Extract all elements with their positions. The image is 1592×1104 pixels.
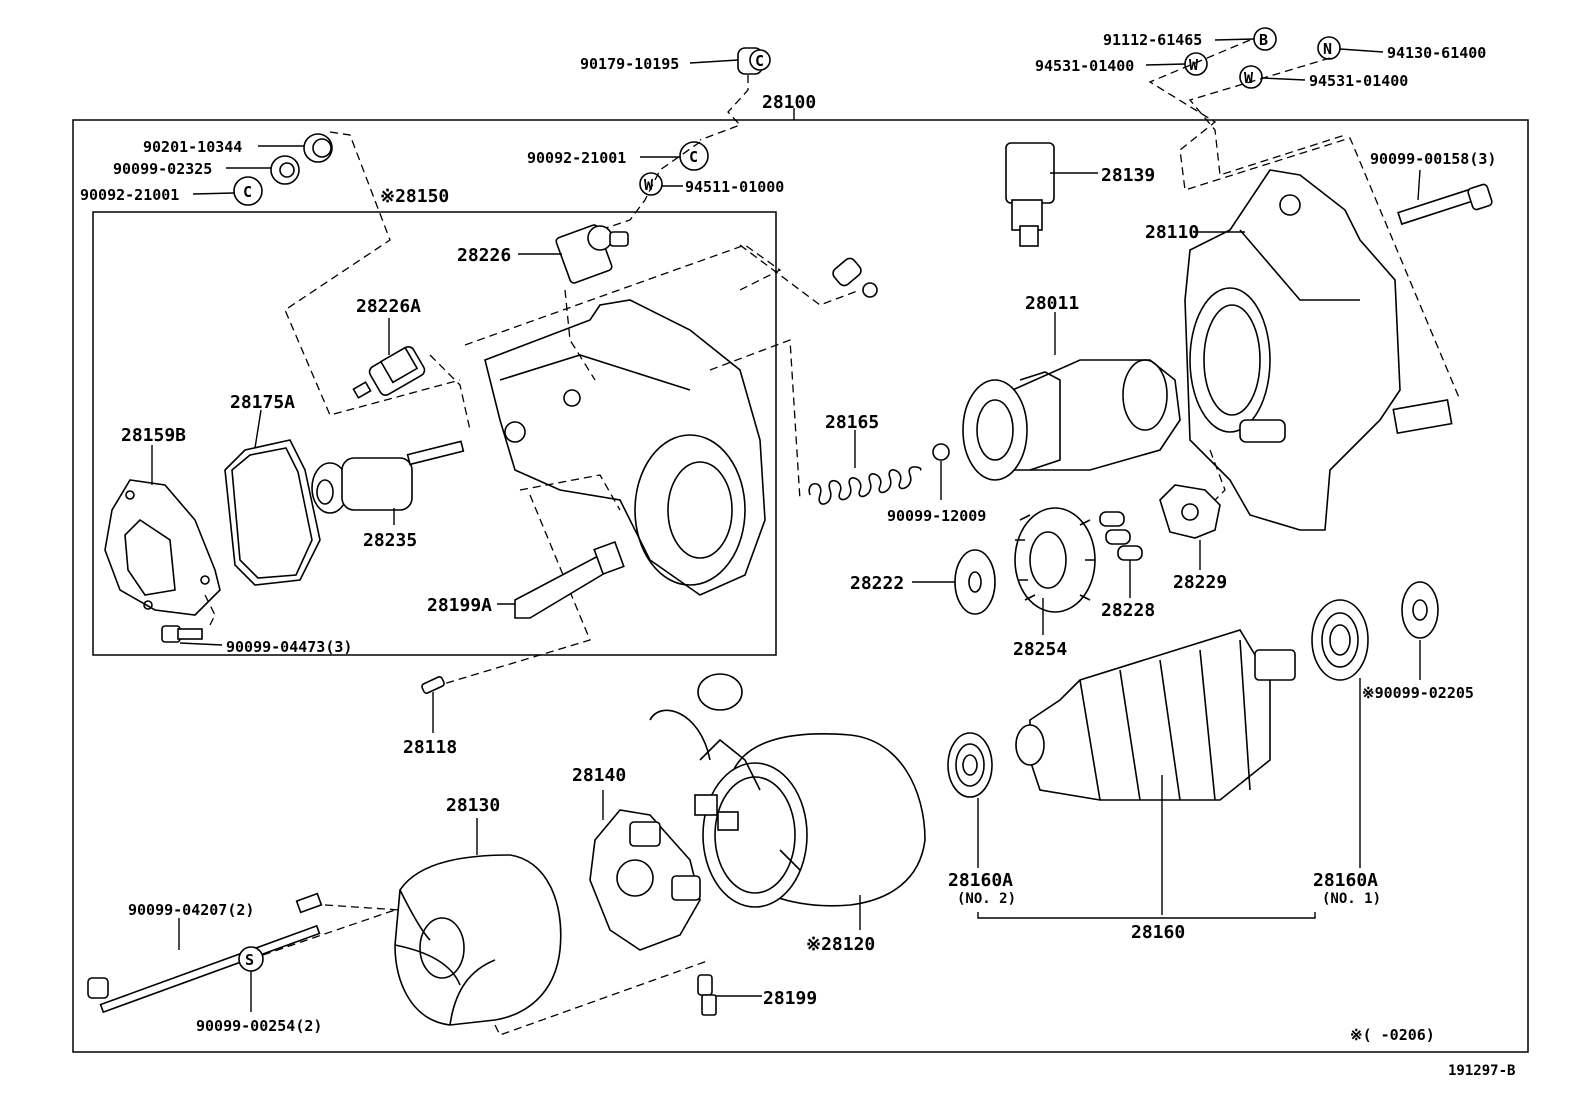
part-marker: C (243, 183, 252, 201)
label-28110: 28110 (1145, 222, 1199, 243)
footnote: ※( -0206) (1350, 1026, 1435, 1044)
contact-28199 (697, 974, 717, 1016)
part-marker: C (689, 148, 698, 166)
washer-94531-01400-a: W (1184, 52, 1208, 76)
label-90099-02325: 90099-02325 (113, 160, 212, 178)
yoke-28120 (649, 673, 926, 908)
washer-94531-01400-b: W (1239, 65, 1263, 89)
label-28100: 28100 (762, 92, 816, 113)
label-94511-01000: 94511-01000 (685, 178, 784, 196)
label-28160A-no2-sub: (NO. 2) (957, 891, 1016, 907)
gear-28254 (1014, 507, 1096, 613)
pin-28118 (421, 676, 445, 694)
label-28160A-no2: 28160A (948, 870, 1013, 891)
bolt-91112-61465: B (1253, 27, 1277, 51)
label-28120: ※28120 (806, 934, 875, 955)
label-28130: 28130 (446, 795, 500, 816)
brush-holder-28140 (589, 809, 701, 951)
through-bolt-90099-04207 (87, 892, 323, 1014)
part-marker: B (1259, 31, 1268, 49)
label-90099-04473: 90099-04473(3) (226, 638, 352, 656)
lead-wire-28139 (832, 142, 1055, 298)
label-28160A-no1-sub: (NO. 1) (1322, 891, 1381, 907)
outer-frame (72, 119, 1529, 1053)
label-90099-02205: ※90099-02205 (1362, 684, 1474, 702)
bearing-28160A-no2 (947, 732, 993, 798)
label-28175A: 28175A (230, 392, 295, 413)
label-90179-10195: 90179-10195 (580, 55, 679, 73)
label-28159B: 28159B (121, 425, 186, 446)
end-frame-28130 (394, 854, 562, 1026)
drive-housing (484, 299, 766, 596)
switch-28226 (555, 224, 629, 284)
label-94531-01400-b: 94531-01400 (1309, 72, 1408, 90)
group-frame-28150 (92, 211, 777, 656)
bolt-90099-00158 (1397, 183, 1493, 226)
label-28150: ※28150 (380, 186, 449, 207)
clutch-28011 (962, 359, 1181, 481)
label-90099-00254: 90099-00254(2) (196, 1017, 322, 1035)
contact-28199A (514, 540, 625, 619)
label-28226: 28226 (457, 245, 511, 266)
label-28118: 28118 (403, 737, 457, 758)
label-28199A: 28199A (427, 595, 492, 616)
washer-90099-02325 (270, 155, 300, 185)
label-94130-61400: 94130-61400 (1387, 44, 1486, 62)
bolt-90099-04473 (161, 625, 203, 643)
nut-90179-10195: C (737, 47, 771, 75)
label-28229: 28229 (1173, 572, 1227, 593)
marker-c: C (755, 52, 764, 70)
label-28235: 28235 (363, 530, 417, 551)
label-90099-04207: 90099-04207(2) (128, 901, 254, 919)
label-28165: 28165 (825, 412, 879, 433)
label-28160: 28160 (1131, 922, 1185, 943)
retainer-28229 (1159, 484, 1221, 539)
label-90201-10344: 90201-10344 (143, 138, 242, 156)
part-marker: S (245, 951, 254, 969)
sensor-28226A (352, 346, 426, 399)
spring-28165 (808, 466, 922, 505)
drawing-number: 191297-B (1448, 1063, 1515, 1079)
label-28222: 28222 (850, 573, 904, 594)
washer-94511-01000: W (639, 172, 663, 196)
nut-94130-61400: N (1317, 36, 1341, 60)
nut-90092-21001-b: C (679, 141, 709, 171)
armature-28160 (1015, 629, 1296, 801)
label-28199: 28199 (763, 988, 817, 1009)
part-marker: W (1189, 56, 1199, 74)
housing-28110 (1184, 169, 1453, 531)
label-28139: 28139 (1101, 165, 1155, 186)
label-90099-00158: 90099-00158(3) (1370, 150, 1496, 168)
gasket-28175A (224, 439, 321, 586)
label-90092-21001-a: 90092-21001 (80, 186, 179, 204)
label-90099-12009: 90099-12009 (887, 507, 986, 525)
plunger-28235 (311, 440, 465, 514)
label-28011: 28011 (1025, 293, 1079, 314)
rollers-28228 (1099, 511, 1143, 561)
bearing-28160A-no1 (1311, 599, 1369, 681)
washer-90099-02205 (1401, 581, 1439, 639)
cover-28159B (104, 479, 221, 616)
label-91112-61465: 91112-61465 (1103, 31, 1202, 49)
washer-90201-10344 (303, 133, 333, 163)
label-28254: 28254 (1013, 639, 1067, 660)
part-marker: W (644, 176, 654, 194)
ball-90099-12009 (932, 443, 950, 461)
label-28228: 28228 (1101, 600, 1155, 621)
screw-90099-00254: S (238, 946, 264, 972)
label-90092-21001-b: 90092-21001 (527, 149, 626, 167)
label-28160A-no1: 28160A (1313, 870, 1378, 891)
nut-90092-21001-a: C (233, 176, 263, 206)
label-28140: 28140 (572, 765, 626, 786)
part-marker: W (1244, 69, 1254, 87)
label-94531-01400-a: 94531-01400 (1035, 57, 1134, 75)
part-marker: N (1323, 40, 1332, 58)
label-28226A: 28226A (356, 296, 421, 317)
washer-28222 (954, 549, 996, 615)
